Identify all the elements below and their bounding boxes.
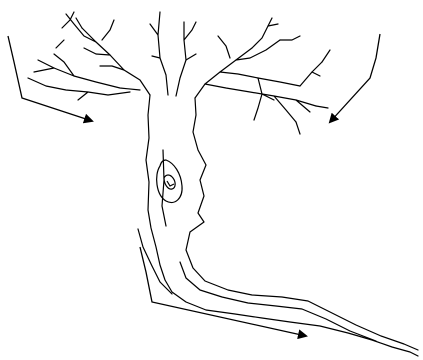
root-arrow — [140, 247, 306, 336]
left-branch-arrow — [8, 36, 92, 121]
knot-hole — [157, 160, 182, 203]
tree-trunk — [138, 95, 418, 356]
right-branch-arrow — [330, 34, 380, 122]
tree-branches — [28, 12, 330, 134]
